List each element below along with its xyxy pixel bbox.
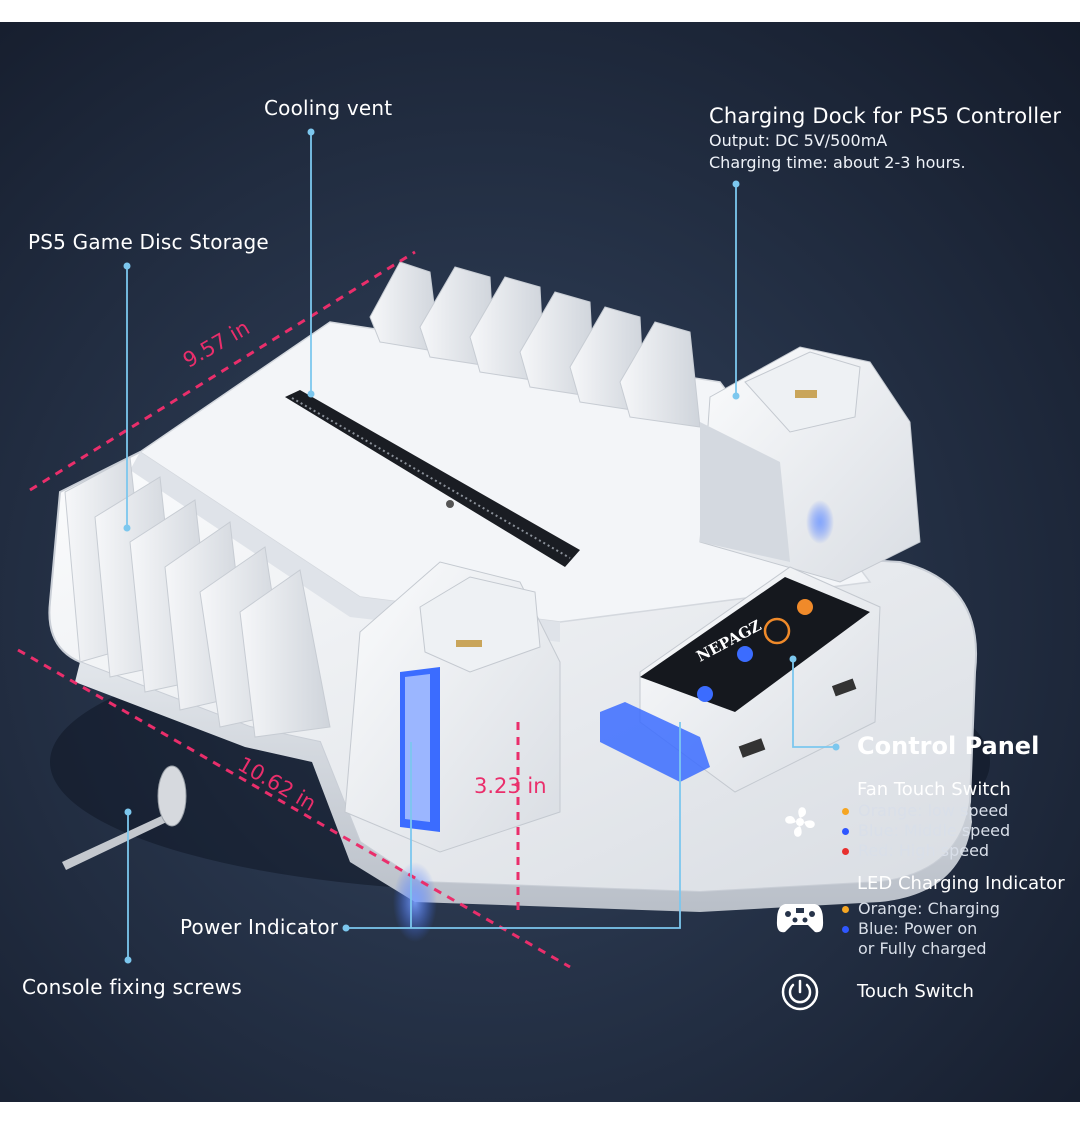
product-image: NEPAGZ [0, 22, 1080, 1102]
fan-switch-title: Fan Touch Switch [857, 779, 1011, 800]
power-indicator-label: Power Indicator [180, 915, 339, 939]
fan-blue-text: Blue: Middle speed [858, 821, 1011, 840]
led-orange-dot [842, 906, 849, 913]
disc-slots-front [64, 456, 331, 738]
fan-orange-text: Orange: low speed [858, 801, 1009, 820]
charging-dock-title: Charging Dock for PS5 Controller [709, 104, 1062, 128]
charging-dock-output: Output: DC 5V/500mA [709, 131, 888, 150]
disc-slots-back [369, 261, 701, 428]
gamepad-icon [776, 904, 824, 933]
control-panel-title: Control Panel [857, 732, 1040, 760]
charging-dock-front [344, 561, 561, 942]
fan-orange-dot [842, 808, 849, 815]
console-screws-label: Console fixing screws [22, 975, 242, 999]
disc-storage-label: PS5 Game Disc Storage [28, 230, 269, 254]
led-blue-text: Blue: Power on [858, 919, 978, 938]
charging-dock-time: Charging time: about 2-3 hours. [709, 153, 966, 172]
led-blue-dot [842, 926, 849, 933]
charging-dock-back [699, 346, 921, 583]
fan-icon [785, 807, 815, 837]
height-dimension: 3.23 in [474, 774, 547, 798]
fan-blue-dot [842, 828, 849, 835]
fan-red-text: Red: High speed [858, 841, 990, 860]
control-panel-box: NEPAGZ [600, 566, 881, 793]
led-extra-text: or Fully charged [858, 939, 987, 958]
power-icon [781, 973, 819, 1011]
touch-switch-title: Touch Switch [857, 981, 974, 1002]
callout-lines [126, 132, 836, 960]
led-indicator-title: LED Charging Indicator [857, 873, 1065, 894]
dimension-lines [17, 250, 571, 969]
led-orange-text: Orange: Charging [858, 899, 1000, 918]
fan-red-dot [842, 848, 849, 855]
stand-illustration: NEPAGZ [17, 128, 990, 969]
cooling-vent-label: Cooling vent [264, 96, 393, 120]
fixing-screw [62, 765, 187, 870]
